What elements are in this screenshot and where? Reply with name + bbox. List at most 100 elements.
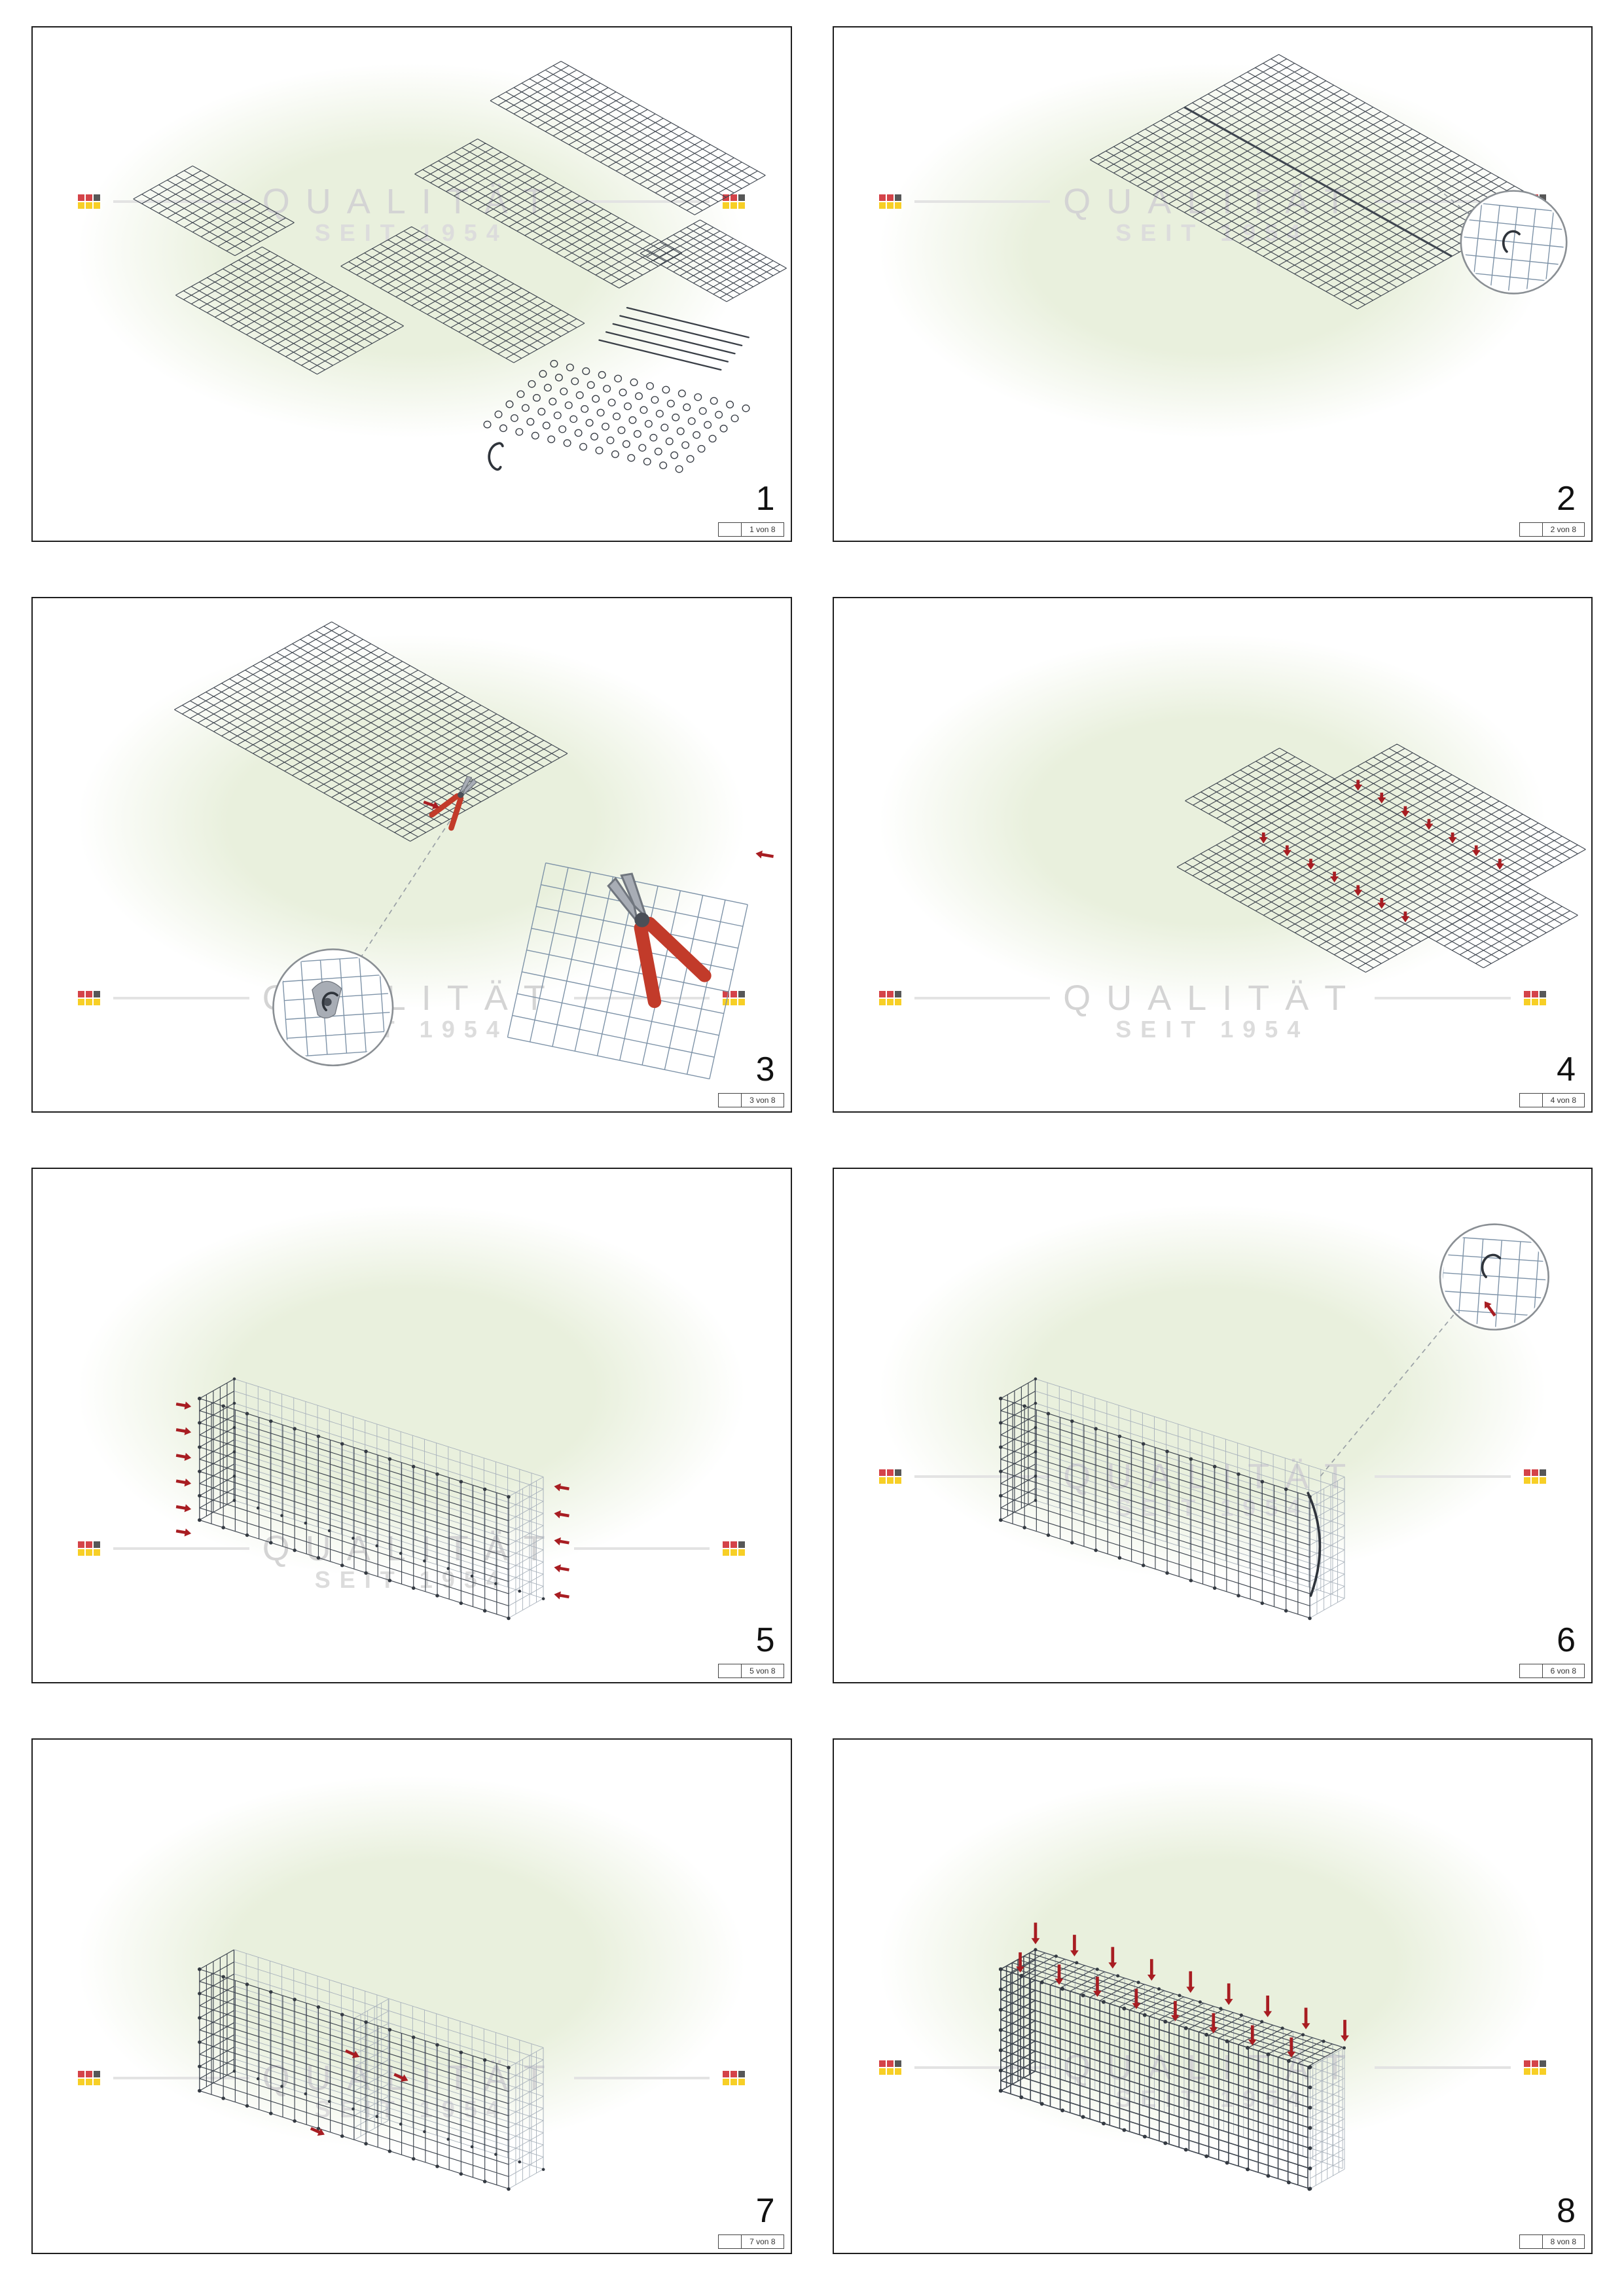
step-number: 6 (1557, 1621, 1576, 1659)
clip-row (516, 390, 717, 443)
mesh-grid (490, 62, 765, 215)
watermark-rule (914, 200, 1051, 204)
watermark-rule (1375, 200, 1511, 204)
red-arrow-icon (1329, 871, 1339, 883)
step-panel-8: QUALITÄT SEIT 1954 (832, 1738, 1593, 2254)
c-clip-icon (1481, 1253, 1501, 1278)
brand-logo (878, 1469, 901, 1484)
mesh-grid (640, 220, 787, 302)
red-arrow-icon (1055, 1964, 1063, 1985)
red-arrow-icon (1353, 885, 1362, 896)
step-panel-5: QUALITÄT SEIT 1954 (31, 1168, 792, 1683)
step-panel-1: QUALITÄT SEIT 1954 1 (31, 26, 792, 542)
weld-dots (1307, 2065, 1312, 2191)
red-arrow-icon (755, 850, 774, 859)
mesh-grid (134, 166, 295, 255)
brand-logo (878, 194, 901, 209)
red-arrow-icon (1377, 898, 1386, 909)
c-clip-icon (321, 992, 338, 1012)
red-arrow-icon (1353, 780, 1362, 791)
step-number: 4 (1557, 1050, 1576, 1088)
red-arrow-icon (1248, 2025, 1257, 2046)
sheet-caption: 2 von 8 (1519, 522, 1585, 537)
watermark-rule (573, 997, 710, 1000)
mesh-grid (415, 139, 682, 288)
watermark-rule (1375, 1475, 1511, 1479)
weld-dots (232, 2070, 545, 2171)
step-number: 8 (1557, 2192, 1576, 2230)
step-illustration-flat-assembly (834, 27, 1568, 541)
step-illustration-lace-corners (998, 1223, 1549, 1621)
gabion-basket (198, 1377, 545, 1621)
clip-row (483, 420, 683, 473)
weld-dots (198, 2089, 511, 2191)
caption-cell (719, 1094, 742, 1107)
step-illustration-clip-tool (33, 598, 774, 1111)
sheet-caption: 4 von 8 (1519, 1093, 1585, 1107)
caption-cell (719, 1664, 742, 1677)
mesh-grid (174, 622, 568, 841)
watermark-ellipse (78, 1775, 746, 2151)
weld-dots (998, 1397, 1003, 1522)
red-arrow-icon (1401, 806, 1409, 817)
sheet-caption: 8 von 8 (1519, 2234, 1585, 2249)
red-arrow-icon (1424, 819, 1433, 830)
brand-logo (1523, 1469, 1546, 1484)
red-arrow-icon (1031, 1922, 1039, 1945)
watermark-ellipse (78, 1204, 746, 1580)
red-arrow-icon (1263, 1995, 1272, 2017)
crimp-tool-bolt (323, 997, 332, 1007)
red-arrow-icon (1401, 911, 1409, 923)
red-arrow-icon (1147, 1959, 1156, 1981)
caption-text: 8 von 8 (1550, 2237, 1576, 2246)
caption-cell (1520, 1664, 1543, 1677)
sheet-caption: 3 von 8 (718, 1093, 784, 1107)
watermark-ellipse (878, 63, 1546, 439)
red-arrow-icon (554, 1483, 569, 1492)
sheet-caption: 1 von 8 (718, 522, 784, 537)
red-arrow-icon (1301, 2007, 1310, 2030)
red-arrow-icon (554, 1510, 569, 1518)
detail-callout (1436, 187, 1568, 295)
caption-cell (719, 2235, 742, 2248)
red-arrow-icon (344, 2049, 360, 2058)
step-illustration-close-lid (998, 1922, 1349, 2191)
red-arrow-icon (1070, 1935, 1079, 1957)
watermark-rule (573, 200, 710, 204)
brand-logo (723, 2071, 746, 2086)
caption-text: 3 von 8 (749, 1096, 776, 1105)
detail-callout (272, 820, 450, 1067)
step-illustration-fold-up (834, 598, 1592, 1111)
weld-dots (998, 1518, 1312, 1621)
red-arrow-icon (175, 1427, 192, 1435)
watermark-rule (113, 1547, 249, 1550)
weld-dots (1034, 1377, 1037, 1502)
watermark-rule (113, 2077, 249, 2080)
brand-logo (723, 1541, 746, 1556)
left-end-mesh (200, 1950, 234, 2090)
step-number: 3 (755, 1050, 775, 1088)
pliers-icon (429, 776, 477, 831)
brand-logo (1523, 2060, 1546, 2075)
caption-text: 5 von 8 (749, 1666, 776, 1676)
watermark-rule (914, 1475, 1051, 1479)
caption-text: 6 von 8 (1550, 1666, 1576, 1676)
gabion-basket (998, 1377, 1344, 1621)
right-flap-mesh (1428, 884, 1578, 967)
callout-leader-line (359, 820, 450, 960)
red-arrow-icon (1340, 2020, 1349, 2042)
left-flap-mesh (1185, 748, 1334, 831)
red-arrow-icon (1015, 1952, 1024, 1973)
red-arrow-icon (175, 1479, 192, 1487)
clip-row (505, 400, 706, 453)
red-arrow-icon (1448, 832, 1456, 844)
red-arrow-icon (554, 1591, 569, 1600)
step-panel-2: QUALITÄT SEIT 1954 2 2 von 8 (832, 26, 1593, 542)
step-illustration-erect-walls (175, 1377, 569, 1621)
watermark-rule (113, 997, 249, 1000)
brand-watermark: QUALITÄT SEIT 1954 (834, 1740, 1592, 2253)
sheet-caption: 7 von 8 (718, 2234, 784, 2249)
fold-line (1183, 106, 1453, 258)
c-clip-icon (1502, 230, 1521, 253)
red-arrow-icon (1208, 2013, 1218, 2034)
